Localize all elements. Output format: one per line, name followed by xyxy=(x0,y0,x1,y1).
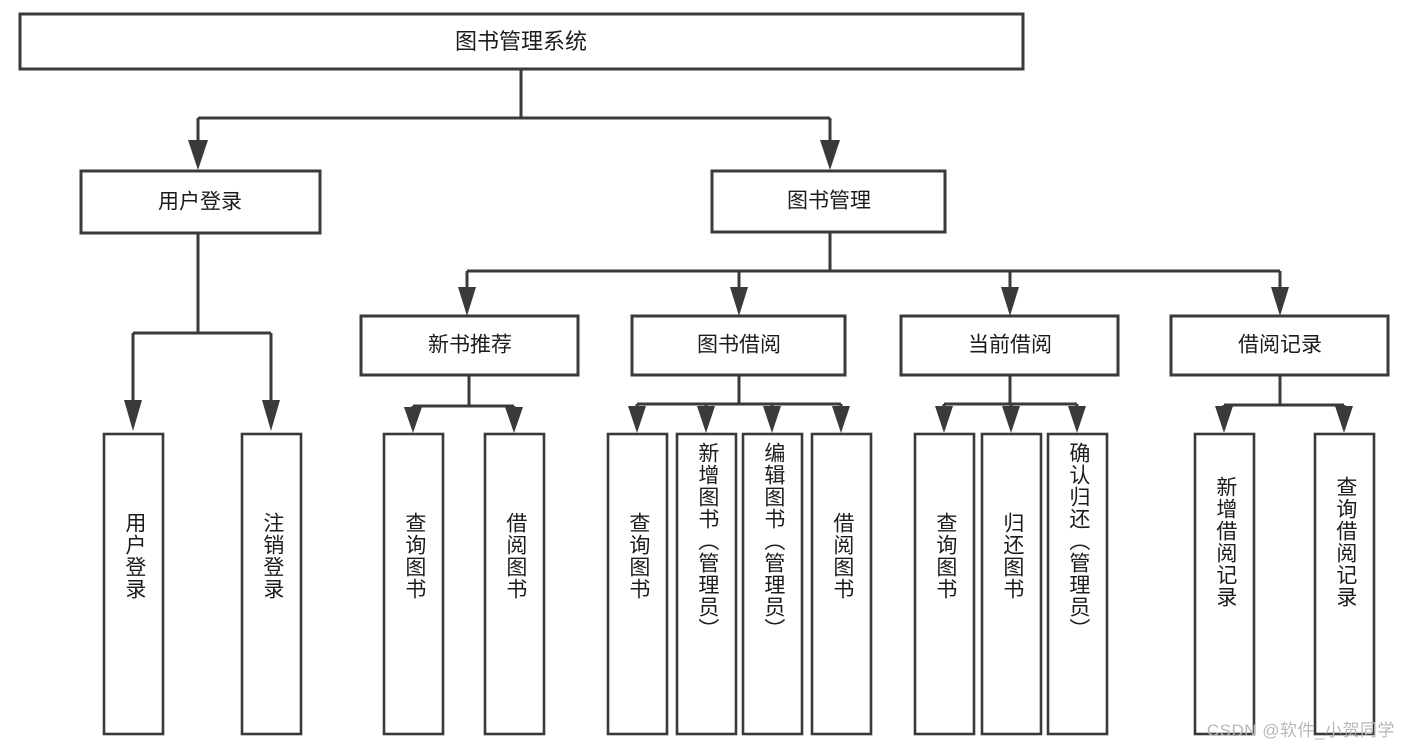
node-borrow-record[interactable]: 借阅记录 xyxy=(1169,314,1390,377)
arrow-record-l1 xyxy=(1215,406,1233,433)
leaf-box-book-borrow-1[interactable] xyxy=(675,432,738,736)
leaf-box-borrow-record-0[interactable] xyxy=(1193,432,1256,736)
arrow-borrow-l3 xyxy=(763,406,781,433)
node-new-book-recommend-box[interactable] xyxy=(359,314,580,377)
node-new-book-recommend-label: 新书推荐 xyxy=(428,334,512,357)
node-root[interactable]: 图书管理系统 xyxy=(18,12,1025,71)
leaf-box-new-book-1[interactable] xyxy=(483,432,546,736)
leaf-box-current-borrow-1[interactable] xyxy=(980,432,1043,736)
arrow-userlogin-l1 xyxy=(124,400,142,431)
arrow-borrow-l4 xyxy=(832,406,850,433)
arrow-root-to-bookmgmt xyxy=(820,140,840,170)
node-book-borrow-label: 图书借阅 xyxy=(697,334,781,357)
node-book-borrow[interactable]: 图书借阅 xyxy=(630,314,847,377)
node-book-management[interactable]: 图书管理 xyxy=(710,169,947,234)
arrow-current-l2 xyxy=(1002,406,1020,433)
node-root-box[interactable] xyxy=(18,12,1025,71)
node-user-login-box[interactable] xyxy=(79,169,322,235)
leaf-box-current-borrow-0[interactable] xyxy=(913,432,976,736)
watermark-text: CSDN @软件_小贺同学 xyxy=(1206,721,1395,740)
connector-group-borrow xyxy=(628,375,850,433)
node-user-login-label: 用户登录 xyxy=(158,191,242,214)
leaf-box-user-login-1[interactable] xyxy=(240,432,303,736)
connector-group-userlogin xyxy=(124,233,280,431)
arrow-borrow-l1 xyxy=(628,406,646,433)
node-book-borrow-box[interactable] xyxy=(630,314,847,377)
arrow-bookmgmt-c1 xyxy=(458,287,476,316)
arrow-newbook-l2 xyxy=(505,407,523,433)
arrow-root-to-userlogin xyxy=(188,140,208,170)
leaf-box-user-login-0[interactable] xyxy=(102,432,165,736)
arrow-borrow-l2 xyxy=(697,406,715,433)
arrow-bookmgmt-c3 xyxy=(1001,287,1019,316)
arrow-bookmgmt-c4 xyxy=(1271,287,1289,316)
leaf-box-current-borrow-2[interactable] xyxy=(1046,432,1109,736)
node-user-login[interactable]: 用户登录 xyxy=(79,169,322,235)
connector-group-current xyxy=(935,375,1086,433)
arrow-userlogin-l2 xyxy=(262,400,280,431)
leaf-box-book-borrow-3[interactable] xyxy=(810,432,873,736)
leaf-box-borrow-record-1[interactable] xyxy=(1313,432,1376,736)
leaf-box-new-book-0[interactable] xyxy=(382,432,445,736)
node-borrow-record-box[interactable] xyxy=(1169,314,1390,377)
arrow-current-l3 xyxy=(1068,406,1086,433)
connector-group-newbook xyxy=(404,375,523,433)
connector-group-record xyxy=(1215,375,1353,433)
leaf-box-book-borrow-0[interactable] xyxy=(606,432,669,736)
node-current-borrow-label: 当前借阅 xyxy=(968,334,1052,357)
node-new-book-recommend[interactable]: 新书推荐 xyxy=(359,314,580,377)
connector-group-bookmgmt xyxy=(458,232,1289,316)
node-borrow-record-label: 借阅记录 xyxy=(1238,334,1322,357)
arrow-newbook-l1 xyxy=(404,407,422,433)
arrow-current-l1 xyxy=(935,406,953,433)
connector-group-root xyxy=(188,69,840,170)
node-current-borrow-box[interactable] xyxy=(899,314,1120,377)
arrow-bookmgmt-c2 xyxy=(730,287,748,316)
leaf-box-book-borrow-2[interactable] xyxy=(741,432,804,736)
arrow-record-l2 xyxy=(1335,406,1353,433)
node-book-management-label: 图书管理 xyxy=(787,190,871,213)
node-book-management-box[interactable] xyxy=(710,169,947,234)
node-current-borrow[interactable]: 当前借阅 xyxy=(899,314,1120,377)
node-root-label: 图书管理系统 xyxy=(455,29,587,54)
